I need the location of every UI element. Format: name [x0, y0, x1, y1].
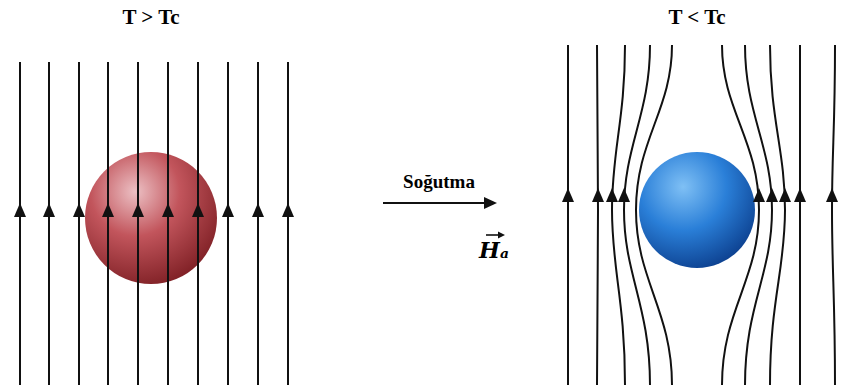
arrowhead [592, 188, 604, 202]
process-arrowhead [484, 197, 497, 209]
field-arrows-right [562, 188, 838, 202]
field-line [612, 45, 625, 385]
arrowhead [779, 188, 791, 202]
field-line [167, 62, 169, 385]
temperature-label: T > Tc [122, 6, 179, 29]
field-line [567, 45, 569, 385]
field-lines-left [20, 62, 288, 385]
field-line [287, 62, 289, 385]
field-label: Hₐ [479, 238, 509, 262]
arrowhead [282, 203, 294, 217]
arrowhead [252, 203, 264, 217]
field-line [597, 45, 598, 385]
arrowhead [102, 203, 114, 217]
field-line [19, 62, 21, 385]
arrowhead [132, 203, 144, 217]
field-line [107, 62, 109, 385]
arrowhead [753, 188, 765, 202]
arrowhead [766, 188, 778, 202]
arrowhead [162, 203, 174, 217]
process-label: Soğutma [403, 172, 475, 193]
arrowhead [14, 203, 26, 217]
arrowhead [826, 188, 838, 202]
arrowhead [562, 188, 574, 202]
arrowhead [43, 203, 55, 217]
field-line [78, 62, 80, 385]
arrowhead [606, 188, 618, 202]
field-arrows-left [14, 203, 294, 217]
process-arrow [383, 202, 486, 204]
field-line [745, 45, 772, 385]
field-line [770, 45, 785, 385]
vector-arrow [486, 234, 500, 236]
arrowhead [73, 203, 85, 217]
field-lines-right [568, 45, 835, 385]
temperature-label: T < Tc [668, 6, 725, 29]
superconducting-sphere [639, 152, 755, 268]
field-line [722, 45, 759, 385]
arrowhead [794, 188, 806, 202]
field-line [227, 62, 229, 385]
field-line [636, 45, 672, 385]
arrowhead [192, 203, 204, 217]
arrowhead [618, 188, 630, 202]
field-line [799, 45, 801, 385]
field-line [197, 62, 199, 385]
field-line [832, 45, 835, 385]
field-line [48, 62, 50, 385]
field-line [257, 62, 259, 385]
field-line [137, 62, 139, 385]
arrowhead [222, 203, 234, 217]
